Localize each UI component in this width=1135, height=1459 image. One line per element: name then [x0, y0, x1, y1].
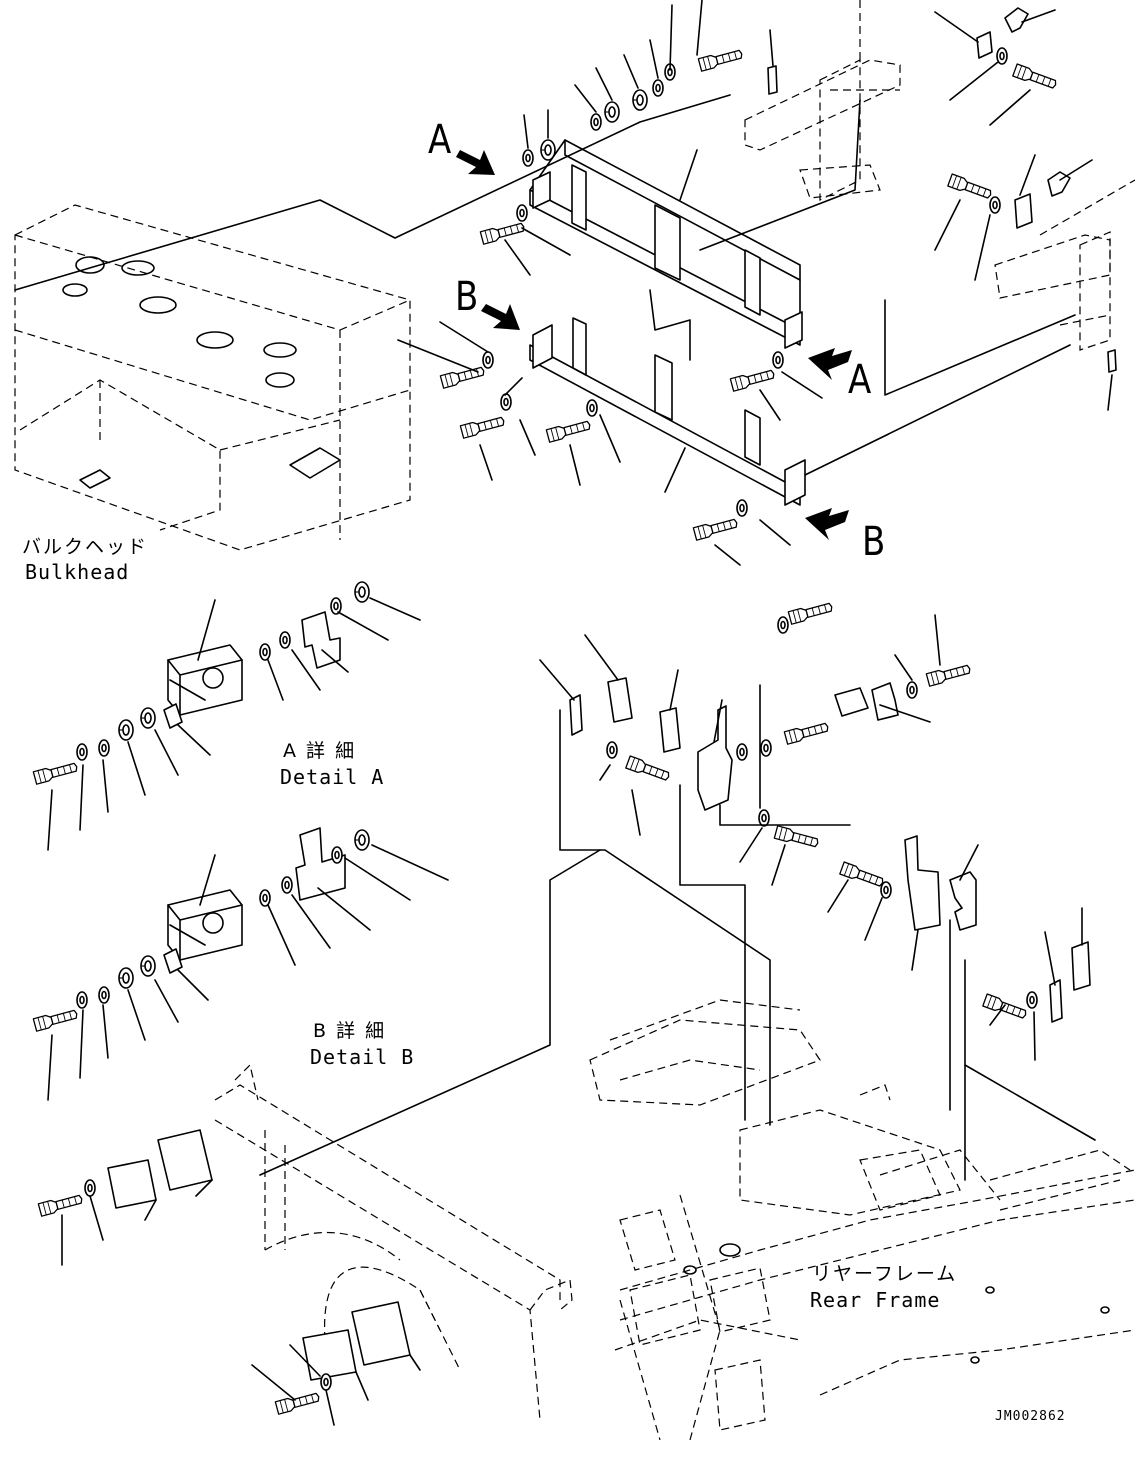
detail-b-label-en: Detail B: [310, 1045, 415, 1069]
rear-frame-assembly: [589, 999, 1135, 1441]
bulkhead-label-en: Bulkhead: [25, 560, 130, 584]
detail-a-label-jp: A 詳 細: [283, 740, 357, 762]
view-callout-a-top: A: [428, 117, 452, 163]
rear-frame-label-jp: リヤーフレーム: [812, 1263, 958, 1285]
detail-a-exploded: [32, 581, 421, 851]
drawing-number: JM002862: [995, 1409, 1066, 1424]
bulkhead-assembly: [14, 204, 411, 551]
right-frame-bracket: [934, 154, 1135, 411]
view-callout-b-right: B: [862, 519, 886, 565]
crossmember-a: [529, 139, 803, 349]
view-arrows: [456, 150, 852, 540]
fender-bracket-area: [37, 1063, 573, 1426]
view-callout-b-top: B: [455, 274, 479, 320]
leader-lines-upper: [14, 0, 1076, 566]
crossmember-b: [529, 317, 806, 506]
view-callout-a-right: A: [848, 357, 872, 403]
rear-support-bracket: [744, 0, 1059, 201]
middle-small-parts: [259, 599, 1096, 1181]
detail-b-label-jp: B 詳 細: [313, 1020, 387, 1042]
detail-a-label-en: Detail A: [280, 765, 385, 789]
detail-b-exploded: [32, 827, 449, 1101]
rear-frame-label-en: Rear Frame: [810, 1288, 941, 1312]
bulkhead-label-jp: バルクヘッド: [22, 536, 149, 558]
